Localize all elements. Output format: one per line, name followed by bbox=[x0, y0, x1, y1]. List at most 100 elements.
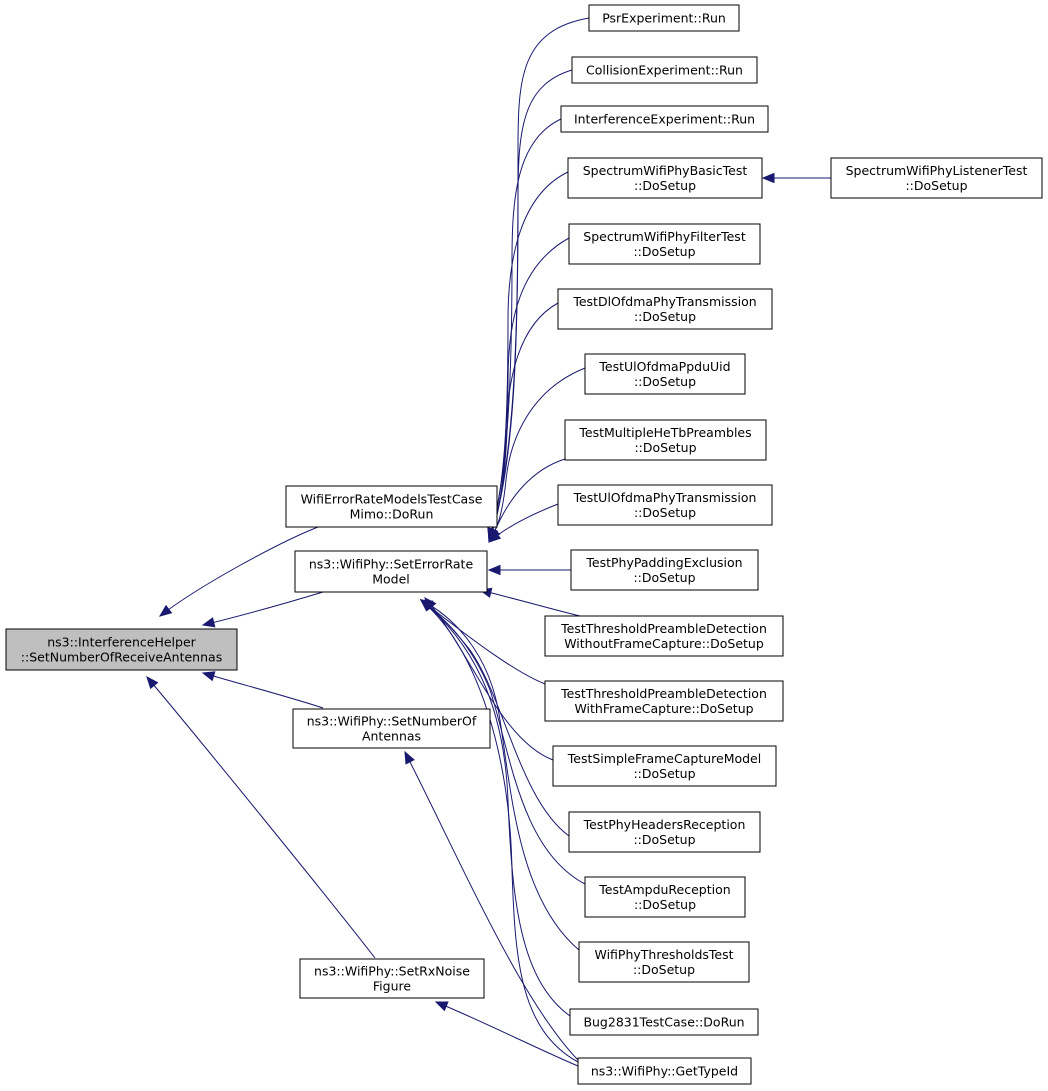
node-label-line: WithFrameCapture::DoSetup bbox=[574, 701, 753, 716]
node-label-line: WifiPhyThresholdsTest bbox=[594, 947, 733, 962]
edge-tppe-serm-arrowhead bbox=[487, 564, 501, 576]
edge-intf-serm bbox=[488, 118, 562, 541]
node-label-line: CollisionExperiment::Run bbox=[586, 63, 743, 78]
node-label-line: Antennas bbox=[362, 729, 421, 744]
edge-serm-root bbox=[202, 591, 324, 626]
node-label-line: ::DoSetup bbox=[633, 766, 695, 781]
edge-ttwo-serm bbox=[479, 589, 581, 617]
node-label-line: TestPhyHeadersReception bbox=[583, 817, 746, 832]
edge-gtid-snoa bbox=[404, 751, 579, 1061]
node-box bbox=[830, 157, 1043, 199]
node-label-line: TestAmpduReception bbox=[598, 882, 730, 897]
edge-srxn-root bbox=[146, 676, 376, 959]
node-box bbox=[571, 56, 758, 84]
node-label-line: Bug2831TestCase::DoRun bbox=[583, 1015, 744, 1030]
node-box bbox=[577, 1057, 752, 1085]
node-label-line: InterferenceExperiment::Run bbox=[574, 112, 755, 127]
edge-werm-root-arrowhead bbox=[158, 604, 173, 617]
edge-tamp-serm bbox=[420, 599, 586, 885]
node-box bbox=[564, 419, 767, 461]
edge-srxn-root-arrowhead bbox=[146, 675, 159, 690]
node-label-line: TestSimpleFrameCaptureModel bbox=[567, 751, 761, 766]
edge-snoa-root bbox=[202, 672, 324, 709]
node-coll[interactable]: CollisionExperiment::Run bbox=[571, 56, 758, 84]
node-wpth[interactable]: WifiPhyThresholdsTest::DoSetup bbox=[578, 941, 750, 983]
node-label-line: SpectrumWifiPhyFilterTest bbox=[583, 229, 746, 244]
node-tppe[interactable]: TestPhyPaddingExclusion::DoSetup bbox=[570, 549, 759, 591]
edge-tdlo-serm bbox=[488, 302, 559, 541]
node-swpf[interactable]: SpectrumWifiPhyFilterTest::DoSetup bbox=[568, 223, 761, 265]
node-label-line: Model bbox=[372, 572, 410, 587]
node-label-line: ::SetNumberOfReceiveAntennas bbox=[21, 650, 222, 665]
node-root[interactable]: ns3::InterferenceHelper::SetNumberOfRece… bbox=[5, 628, 238, 671]
edge-serm-root-arrowhead bbox=[201, 617, 216, 628]
node-label-line: ns3::WifiPhy::GetTypeId bbox=[591, 1064, 738, 1079]
edge-gtid-snoa-arrowhead bbox=[404, 750, 415, 765]
node-label-line: ::DoSetup bbox=[634, 309, 696, 324]
node-label-line: ::DoSetup bbox=[633, 962, 695, 977]
node-bug[interactable]: Bug2831TestCase::DoRun bbox=[569, 1008, 759, 1036]
node-label-line: ns3::WifiPhy::SetRxNoise bbox=[314, 964, 470, 979]
node-psr[interactable]: PsrExperiment::Run bbox=[588, 4, 740, 32]
nodes-layer: ns3::InterferenceHelper::SetNumberOfRece… bbox=[5, 4, 1043, 1085]
node-tulo[interactable]: TestUlOfdmaPhyTransmission::DoSetup bbox=[557, 484, 773, 526]
edge-gtid-srxn-arrowhead bbox=[434, 1001, 449, 1012]
edge-wpth-serm bbox=[420, 599, 580, 951]
node-box bbox=[578, 941, 750, 983]
node-gtid[interactable]: ns3::WifiPhy::GetTypeId bbox=[577, 1057, 752, 1085]
node-ttwo[interactable]: TestThresholdPreambleDetectionWithoutFra… bbox=[544, 615, 784, 657]
node-label-line: TestUlOfdmaPhyTransmission bbox=[573, 490, 757, 505]
node-box bbox=[299, 958, 485, 999]
node-box bbox=[552, 745, 777, 787]
node-box bbox=[570, 549, 759, 591]
node-box bbox=[584, 353, 746, 395]
node-label-line: ::DoSetup bbox=[634, 374, 696, 389]
node-label-line: ::DoSetup bbox=[633, 570, 695, 585]
node-label-line: ::DoSetup bbox=[634, 897, 696, 912]
node-box bbox=[568, 223, 761, 265]
node-box bbox=[567, 157, 763, 199]
node-label-line: ::DoSetup bbox=[634, 505, 696, 520]
node-label-line: TestUlOfdmaPpduUid bbox=[598, 359, 730, 374]
node-tsfc[interactable]: TestSimpleFrameCaptureModel::DoSetup bbox=[552, 745, 777, 787]
edge-swpb-serm bbox=[488, 171, 569, 541]
node-label-line: TestThresholdPreambleDetection bbox=[560, 686, 767, 701]
node-ttwi[interactable]: TestThresholdPreambleDetectionWithFrameC… bbox=[544, 680, 784, 722]
node-tphr[interactable]: TestPhyHeadersReception::DoSetup bbox=[568, 811, 761, 853]
node-box bbox=[568, 811, 761, 853]
edge-gtid-srxn bbox=[435, 1001, 579, 1067]
node-label-line: ::DoSetup bbox=[633, 244, 695, 259]
node-box bbox=[292, 708, 491, 749]
node-label-line: TestThresholdPreambleDetection bbox=[560, 621, 767, 636]
node-box bbox=[557, 484, 773, 526]
node-tmhe[interactable]: TestMultipleHeTbPreambles::DoSetup bbox=[564, 419, 767, 461]
node-label-line: WithoutFrameCapture::DoSetup bbox=[564, 636, 764, 651]
node-box bbox=[285, 485, 498, 528]
node-box bbox=[544, 680, 784, 722]
node-box bbox=[584, 876, 746, 918]
edge-gtid-serm bbox=[420, 599, 579, 1063]
node-label-line: Figure bbox=[373, 979, 411, 994]
node-swpb[interactable]: SpectrumWifiPhyBasicTest::DoSetup bbox=[567, 157, 763, 199]
node-box bbox=[5, 628, 238, 671]
edge-coll-serm bbox=[488, 69, 573, 541]
node-box bbox=[569, 1008, 759, 1036]
node-label-line: ns3::WifiPhy::SetNumberOf bbox=[307, 714, 477, 729]
node-swpl[interactable]: SpectrumWifiPhyListenerTest::DoSetup bbox=[830, 157, 1043, 199]
node-label-line: ::DoSetup bbox=[633, 832, 695, 847]
edge-tulo-serm-arrowhead bbox=[487, 530, 502, 543]
node-tamp[interactable]: TestAmpduReception::DoSetup bbox=[584, 876, 746, 918]
node-label-line: ns3::WifiPhy::SetErrorRate bbox=[309, 557, 474, 572]
node-box bbox=[557, 288, 773, 330]
node-tulp[interactable]: TestUlOfdmaPpduUid::DoSetup bbox=[584, 353, 746, 395]
node-label-line: PsrExperiment::Run bbox=[602, 11, 726, 26]
edge-tulo-serm bbox=[488, 503, 559, 543]
node-label-line: ns3::InterferenceHelper bbox=[47, 635, 196, 650]
node-intf[interactable]: InterferenceExperiment::Run bbox=[560, 105, 769, 133]
node-tdlo[interactable]: TestDlOfdmaPhyTransmission::DoSetup bbox=[557, 288, 773, 330]
